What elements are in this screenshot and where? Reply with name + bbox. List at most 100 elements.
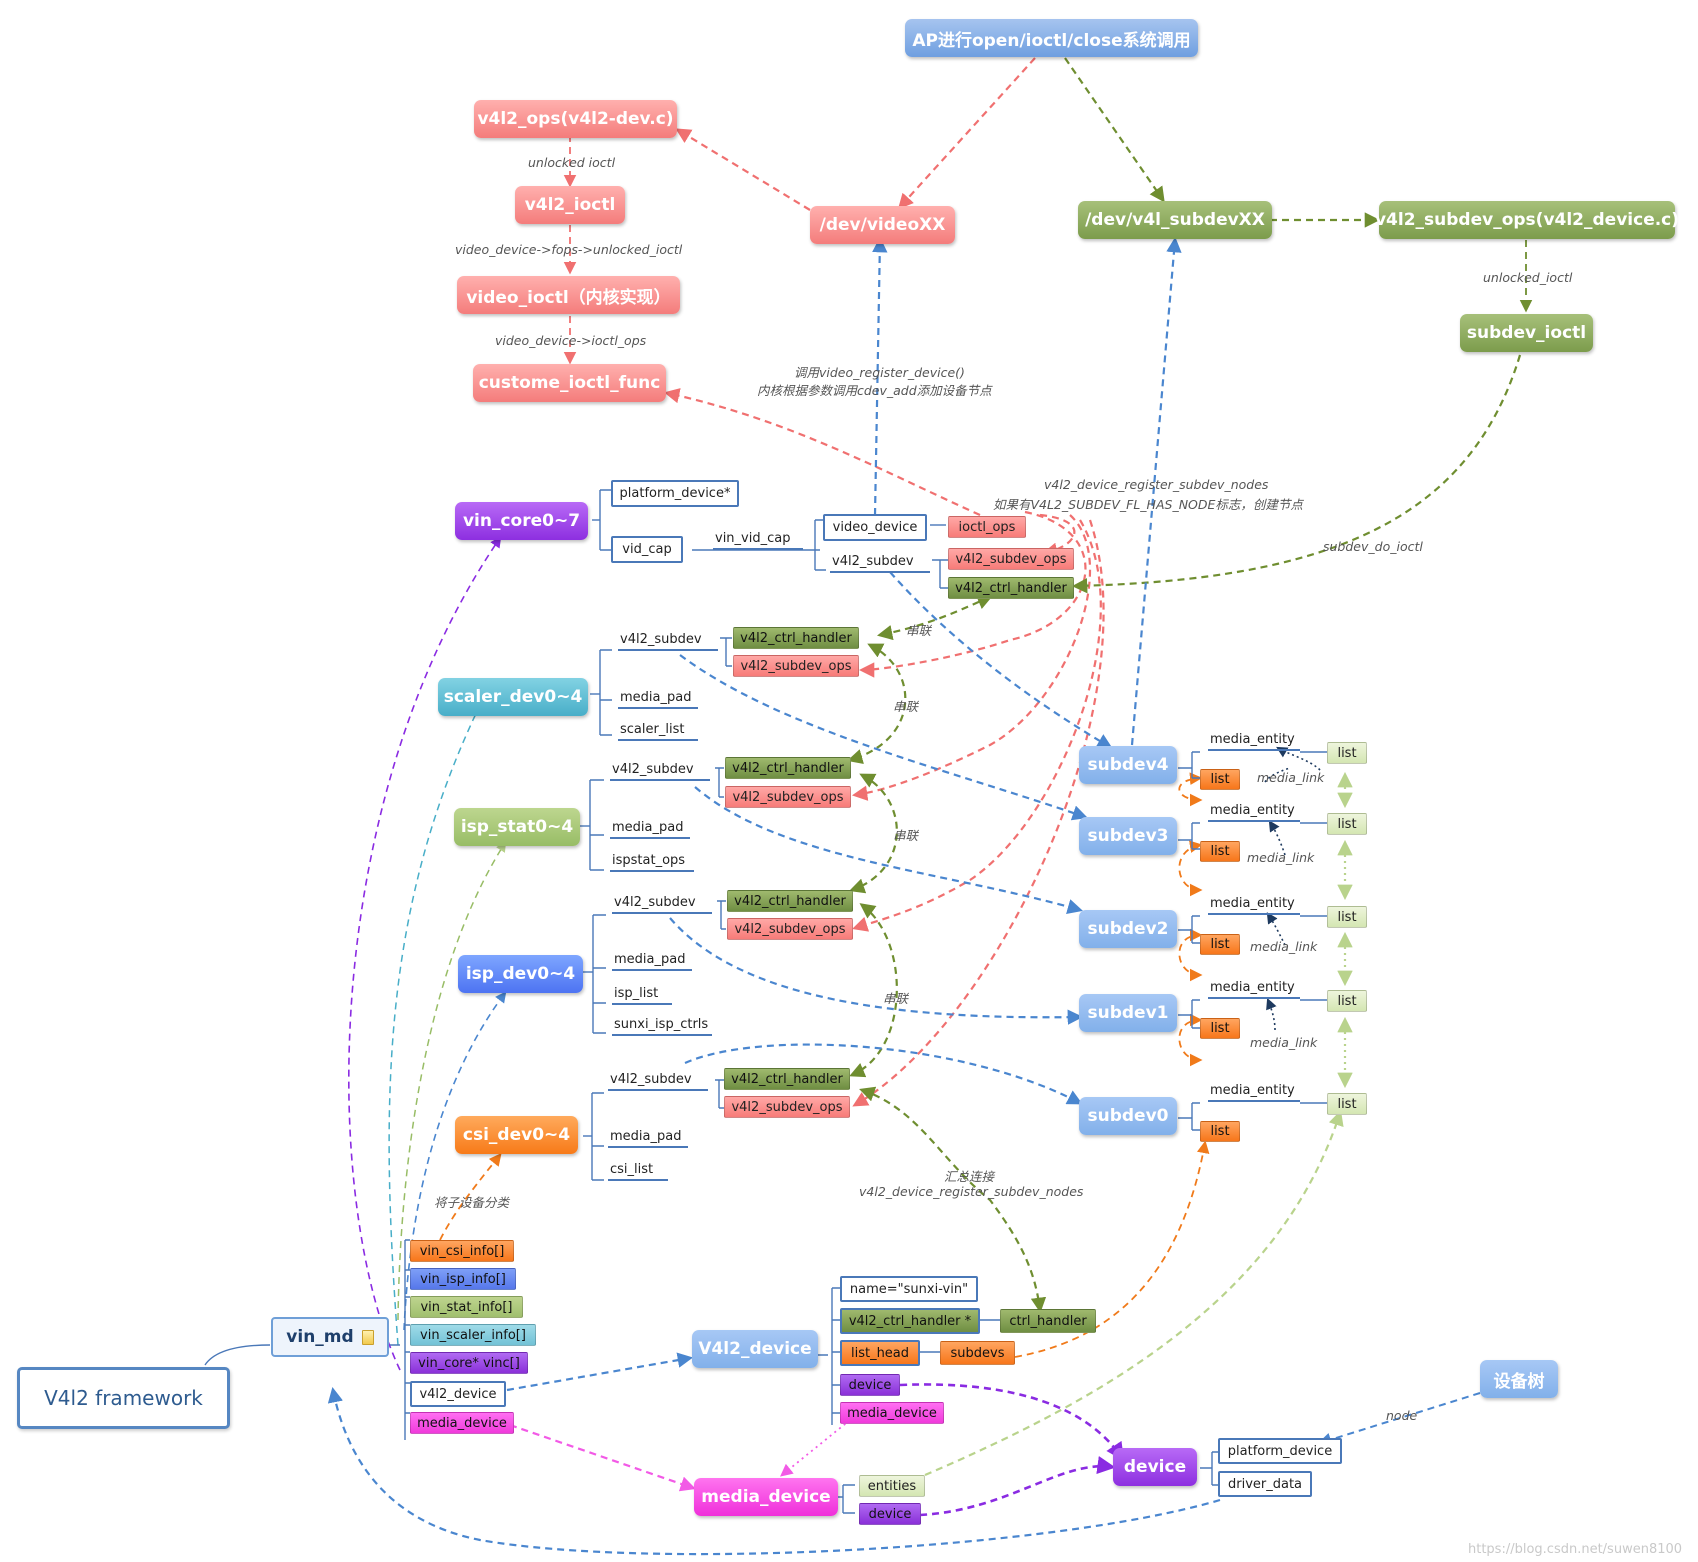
ap-syscall-node[interactable]: AP进行open/ioctl/close系统调用: [905, 19, 1198, 57]
vin-isp-info-tag[interactable]: vin_isp_info[]: [410, 1268, 516, 1290]
video-device-field[interactable]: video_device: [823, 514, 927, 541]
subdev-do-ioctl-label: subdev_do_ioctl: [1323, 539, 1423, 554]
subdev4-list-green[interactable]: list: [1327, 742, 1367, 764]
vin-md-label: vin_md: [286, 1327, 354, 1347]
vin-csi-info-tag[interactable]: vin_csi_info[]: [410, 1240, 514, 1262]
ctrl-handler-ptr-label: v4l2_ctrl_handler *: [848, 1313, 972, 1329]
vin-core-vinc-tag[interactable]: vin_core* vinc[]: [410, 1352, 528, 1374]
list-head-tag[interactable]: list_head: [840, 1340, 920, 1366]
subdev-nodes-label-2: 如果有V4L2_SUBDEV_FL_HAS_NODE标志，创建节点: [993, 497, 1303, 512]
driver-data-field[interactable]: driver_data: [1218, 1471, 1312, 1497]
chuanlian-label-1: 串联: [906, 623, 932, 638]
csi-list-field: csi_list: [608, 1159, 668, 1181]
device-node[interactable]: device: [1113, 1448, 1197, 1486]
custome-ioctl-func-node[interactable]: custome_ioctl_func: [473, 364, 666, 402]
vin-stat-info-tag[interactable]: vin_stat_info[]: [410, 1296, 523, 1318]
scaler-v4l2-subdev-field: v4l2_subdev: [618, 629, 718, 651]
subdev3-media-entity: media_entity: [1208, 800, 1300, 822]
dev-video-node[interactable]: /dev/videoXX: [810, 206, 955, 244]
ioctl-ops-tag[interactable]: ioctl_ops: [948, 516, 1026, 538]
subdev-ops-node[interactable]: v4l2_subdev_ops(v4l2_device.c): [1375, 201, 1679, 239]
name-sunxi-vin-field[interactable]: name="sunxi-vin": [840, 1276, 978, 1302]
watermark: https://blog.csdn.net/suwen8100: [1468, 1542, 1683, 1557]
stat-subdev-ops-tag[interactable]: v4l2_subdev_ops: [725, 786, 851, 808]
csi-dev-node[interactable]: csi_dev0~4: [455, 1116, 578, 1154]
media-device-device-tag[interactable]: device: [859, 1503, 921, 1525]
entities-tag[interactable]: entities: [859, 1475, 925, 1497]
subdev3-list-green[interactable]: list: [1327, 813, 1367, 835]
ctrl-handler-tag[interactable]: ctrl_handler: [1000, 1309, 1096, 1333]
media-link-label-1: media_link: [1257, 770, 1325, 785]
media-link-label-4: media_link: [1250, 1035, 1318, 1050]
subdev4-node[interactable]: subdev4: [1079, 746, 1177, 784]
isp-subdev-ops-tag[interactable]: v4l2_subdev_ops: [727, 918, 853, 940]
subdev1-list-orange[interactable]: list: [1200, 1018, 1240, 1039]
unlocked-ioctl-label-2: unlocked_ioctl: [1483, 270, 1573, 285]
subdev1-list-green[interactable]: list: [1327, 990, 1367, 1012]
device-tree-node[interactable]: 设备树: [1480, 1360, 1558, 1398]
subdev0-list-green[interactable]: list: [1327, 1093, 1367, 1115]
scaler-dev-node[interactable]: scaler_dev0~4: [438, 678, 588, 716]
subdev3-list-orange[interactable]: list: [1200, 841, 1240, 862]
v4l2-subdev-field: v4l2_subdev: [830, 551, 930, 573]
v4l2-ops-node[interactable]: v4l2_ops(v4l2-dev.c): [474, 100, 677, 138]
video-ioctl-node[interactable]: video_ioctl（内核实现）: [457, 276, 680, 314]
subdev1-node[interactable]: subdev1: [1079, 994, 1177, 1032]
subdevs-tag[interactable]: subdevs: [940, 1341, 1015, 1365]
subdev0-node[interactable]: subdev0: [1079, 1097, 1177, 1135]
isp-v4l2-subdev-field: v4l2_subdev: [612, 892, 712, 914]
csi-v4l2-subdev-field: v4l2_subdev: [608, 1069, 708, 1091]
summary-label-1: 汇总连接: [944, 1169, 995, 1184]
ctrl-handler-ptr-tag[interactable]: v4l2_ctrl_handler *: [840, 1308, 980, 1334]
register-label-1: 调用video_register_device(): [794, 365, 965, 380]
vin-md-v4l2-device-field[interactable]: v4l2_device: [410, 1381, 506, 1407]
subdev3-node[interactable]: subdev3: [1079, 817, 1177, 855]
classify-label: 将子设备分类: [434, 1195, 510, 1210]
v4l2dev-device-tag[interactable]: device: [840, 1374, 900, 1396]
chuanlian-label-4: 串联: [883, 991, 909, 1006]
platform-device-ptr-field[interactable]: platform_device*: [611, 480, 739, 507]
vin-md-node[interactable]: vin_md: [271, 1317, 389, 1357]
platform-device-field[interactable]: platform_device: [1218, 1438, 1342, 1464]
csi-media-pad-field: media_pad: [608, 1126, 688, 1148]
summary-label-2: v4l2_device_register_subdev_nodes: [859, 1184, 1084, 1199]
vin-scaler-info-tag[interactable]: vin_scaler_info[]: [410, 1324, 536, 1346]
v4l2-device-node[interactable]: V4l2_device: [692, 1330, 818, 1368]
root-node[interactable]: V4l2 framework: [17, 1367, 230, 1429]
subdev2-node[interactable]: subdev2: [1079, 910, 1177, 948]
vin-md-media-device-tag[interactable]: media_device: [410, 1412, 514, 1434]
stat-v4l2-subdev-field: v4l2_subdev: [610, 759, 710, 781]
register-label-2: 内核根据参数调用cdev_add添加设备节点: [757, 383, 992, 398]
list-head-label: list_head: [850, 1345, 910, 1361]
subdev2-list-green[interactable]: list: [1327, 906, 1367, 928]
isp-dev-node[interactable]: isp_dev0~4: [458, 955, 583, 993]
vin-core-node[interactable]: vin_core0~7: [455, 502, 588, 540]
media-link-label-2: media_link: [1247, 850, 1315, 865]
scaler-subdev-ops-tag[interactable]: v4l2_subdev_ops: [733, 655, 859, 677]
node-label: node: [1386, 1408, 1418, 1423]
v4l2-ioctl-node[interactable]: v4l2_ioctl: [515, 186, 625, 224]
isp-ctrl-handler-tag[interactable]: v4l2_ctrl_handler: [727, 890, 853, 912]
sunxi-isp-ctrls-field: sunxi_isp_ctrls: [612, 1014, 712, 1036]
vid-cap-field[interactable]: vid_cap: [611, 536, 683, 563]
subdev2-list-orange[interactable]: list: [1200, 934, 1240, 955]
dev-subdev-node[interactable]: /dev/v4l_subdevXX: [1078, 201, 1272, 239]
csi-subdev-ops-tag[interactable]: v4l2_subdev_ops: [724, 1096, 850, 1118]
subdev-ioctl-node[interactable]: subdev_ioctl: [1460, 314, 1593, 352]
media-device-node[interactable]: media_device: [694, 1478, 838, 1516]
v4l2-subdev-ops-tag[interactable]: v4l2_subdev_ops: [948, 548, 1074, 570]
isp-media-pad-field: media_pad: [612, 949, 692, 971]
isp-stat-node[interactable]: isp_stat0~4: [454, 808, 580, 846]
scaler-ctrl-handler-tag[interactable]: v4l2_ctrl_handler: [733, 627, 859, 649]
stat-ctrl-handler-tag[interactable]: v4l2_ctrl_handler: [725, 757, 851, 779]
chuanlian-label-2: 串联: [893, 699, 919, 714]
v4l2dev-media-device-tag[interactable]: media_device: [840, 1402, 944, 1424]
media-link-label-3: media_link: [1250, 939, 1318, 954]
ioctl-ops-label: video_device->ioctl_ops: [495, 333, 647, 348]
v4l2-ctrl-handler-tag[interactable]: v4l2_ctrl_handler: [948, 577, 1074, 599]
subdev0-list-orange[interactable]: list: [1200, 1121, 1240, 1142]
csi-ctrl-handler-tag[interactable]: v4l2_ctrl_handler: [724, 1068, 850, 1090]
subdev4-list-orange[interactable]: list: [1200, 769, 1240, 790]
chuanlian-label-3: 串联: [893, 828, 919, 843]
